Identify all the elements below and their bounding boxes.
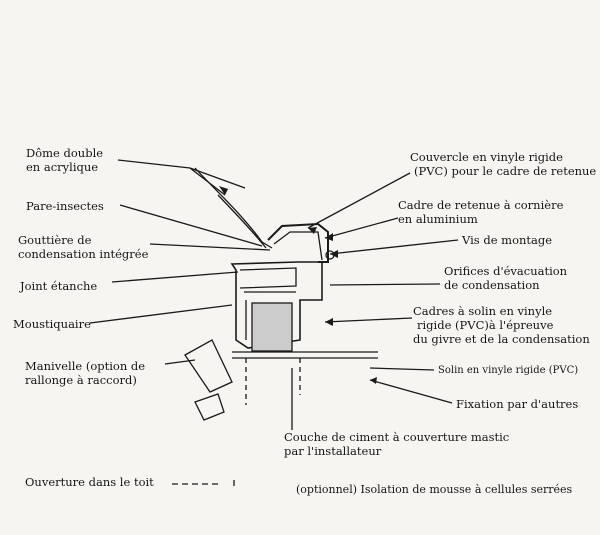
label-screw: Vis de montage [462,233,553,247]
flashing-line [232,351,378,359]
label-seal: Joint étanche [20,279,98,293]
label-roof-opening: Ouverture dans le toit [25,475,154,489]
leader-screw [329,239,459,255]
cover-profile [273,231,323,261]
label-insulation: (optionnel) Isolation de mousse à cellul… [296,483,573,496]
arrow-curb [325,318,333,326]
leader-screen [89,304,233,324]
label-cover: Couvercle en vinyle rigide(PVC) pour le … [410,150,597,178]
crank-handle [194,393,225,421]
leader-seal [111,271,239,283]
arrow-retainer [325,233,333,241]
leader-weep [329,283,441,286]
arrow-fastening [370,377,377,384]
leader-dome [117,159,246,196]
label-flashing: Solin en vinyle rigide (PVC) [438,365,579,376]
roof-opening-legend [172,480,235,490]
arrow-dome [219,186,228,195]
label-mosquito-screen: Moustiquaire [13,317,91,331]
leader-gutter [149,243,271,251]
label-insect-screen: Pare-insectes [26,199,104,213]
insulation-block [251,302,293,352]
arrow-cover [308,227,317,234]
roof-opening-line [245,358,301,405]
crank-arm [184,339,233,393]
leader-fastening [369,379,453,404]
gutter-channel [239,267,297,289]
label-fastening: Fixation par d'autres [456,397,579,411]
leader-retainer [324,217,399,239]
curb-inner [244,291,296,340]
leader-curb [324,317,413,323]
leader-flashing [369,367,435,371]
leader-insect [119,204,263,247]
leader-crank [164,359,196,365]
inner-dome [217,194,267,249]
leader-cover [307,172,411,229]
arrow-screw [330,250,338,258]
outer-dome [194,167,273,249]
curb-frame [230,261,323,349]
retainer-frame [267,222,329,263]
